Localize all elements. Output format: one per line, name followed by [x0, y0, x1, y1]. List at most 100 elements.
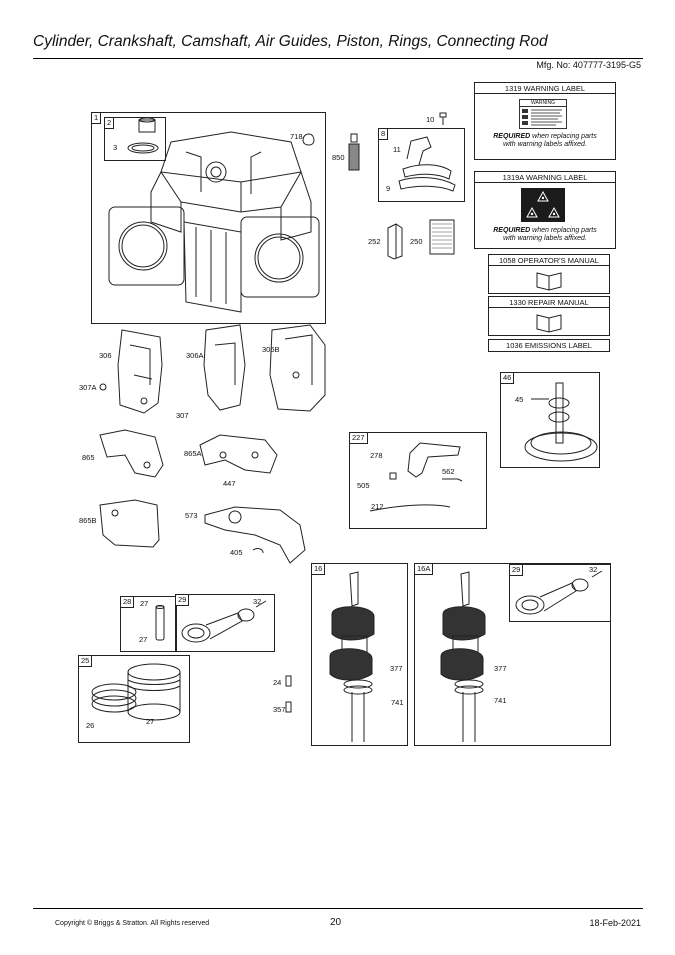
piston-drawing	[91, 663, 181, 721]
callout-447: 447	[223, 479, 236, 488]
callout-8: 8	[379, 129, 389, 140]
callout-377b: 377	[494, 664, 507, 673]
callout-865: 865	[82, 453, 95, 462]
callout-306: 306	[99, 351, 112, 360]
callout-32b: 32	[253, 597, 262, 606]
callout-27a: 27	[140, 599, 149, 608]
callout-25: 25	[79, 656, 93, 667]
label-1036-title: 1036 EMISSIONS LABEL	[506, 341, 592, 350]
callout-252: 252	[368, 237, 381, 246]
callout-45: 45	[515, 395, 524, 404]
filter-block-drawing	[387, 223, 403, 260]
callout-29b: 29	[176, 595, 190, 606]
callout-865a: 865A	[184, 449, 202, 458]
callout-32a: 32	[589, 565, 598, 574]
crankshaft-box-16: 16	[311, 563, 408, 746]
governor-drawing	[369, 442, 463, 512]
callout-250: 250	[410, 237, 423, 246]
label-1058-box: 1058 OPERATOR'S MANUAL	[488, 254, 610, 294]
callout-9: 9	[386, 184, 391, 193]
callout-16: 16	[312, 564, 326, 575]
label-1036-box: 1036 EMISSIONS LABEL	[488, 339, 610, 352]
label-1319-title: 1319 WARNING LABEL	[475, 84, 615, 94]
print-date: 18-Feb-2021	[589, 918, 641, 928]
manual-book-icon	[536, 314, 562, 333]
piston-pin-drawing	[155, 605, 165, 641]
callout-562: 562	[442, 467, 455, 476]
breather-box: 8	[378, 128, 465, 202]
screen-drawing	[429, 219, 455, 255]
piston-box: 25	[78, 655, 190, 743]
air-guides-lower-drawing	[99, 429, 278, 478]
camshaft-drawing	[524, 382, 598, 462]
callout-27c: 27	[146, 717, 155, 726]
callout-306a: 306A	[186, 351, 204, 360]
callout-865b: 865B	[79, 516, 97, 525]
callout-212: 212	[371, 502, 384, 511]
callout-741a: 741	[391, 698, 404, 707]
sealant-tube-drawing	[348, 133, 360, 171]
callout-741b: 741	[494, 696, 507, 705]
callout-27b: 27	[139, 635, 148, 644]
manual-book-icon	[536, 272, 562, 291]
label-1330-title: 1330 REPAIR MANUAL	[489, 298, 609, 308]
page-number: 20	[330, 917, 342, 928]
screw-icon	[439, 112, 447, 125]
callout-16a: 16A	[415, 564, 434, 575]
callout-1: 1	[92, 113, 102, 124]
pin-box: 28	[120, 596, 177, 652]
warning-sticker-heading: WARNING	[520, 100, 566, 107]
back-plate-drawing	[99, 499, 306, 564]
callout-505: 505	[357, 481, 370, 490]
callout-3: 3	[113, 143, 118, 152]
callout-307a: 307A	[79, 383, 97, 392]
callout-28: 28	[121, 597, 135, 608]
governor-box: 227	[349, 432, 487, 529]
rod-box-right: 29	[509, 564, 611, 622]
callout-405: 405	[230, 548, 243, 557]
label-1330-box: 1330 REPAIR MANUAL	[488, 296, 610, 336]
callout-850: 850	[332, 153, 345, 162]
callout-46: 46	[501, 373, 515, 384]
callout-26: 26	[86, 721, 95, 730]
label-1058-title: 1058 OPERATOR'S MANUAL	[489, 256, 609, 266]
callout-357: 357	[273, 705, 286, 714]
mfg-number: Mfg. No: 407777-3195-G5	[536, 60, 641, 70]
screw-icon	[99, 383, 107, 391]
crankshaft-drawing	[440, 571, 486, 742]
callout-2: 2	[105, 118, 115, 129]
camshaft-box: 46	[500, 372, 600, 468]
connecting-rod-drawing	[515, 570, 603, 615]
footer-rule	[33, 908, 643, 909]
crankshaft-box-16a: 16A 29	[414, 563, 611, 746]
cylinder-box: 1 2	[91, 112, 326, 324]
page-title: Cylinder, Crankshaft, Camshaft, Air Guid…	[33, 33, 548, 50]
label-1319-box: 1319 WARNING LABEL WARNING REQUIRED when…	[474, 82, 616, 160]
connecting-rod-drawing	[181, 600, 267, 643]
breather-drawing	[398, 136, 456, 192]
cylinder-subbox: 2	[104, 117, 166, 161]
callout-11: 11	[393, 145, 401, 154]
dowel-icon	[285, 675, 292, 713]
header-rule	[33, 58, 643, 59]
rod-box-left: 29	[175, 594, 275, 652]
callout-377a: 377	[390, 664, 403, 673]
copyright: Copyright © Briggs & Stratton. All Right…	[55, 920, 210, 927]
label-1319a-box: 1319A WARNING LABEL REQUIRED when replac…	[474, 171, 616, 249]
crankshaft-drawing	[329, 571, 375, 742]
cylinder-drawing	[108, 117, 320, 313]
warning-pictogram-image	[521, 188, 565, 222]
callout-29a: 29	[510, 565, 524, 576]
callout-227: 227	[350, 433, 368, 444]
callout-307: 307	[176, 411, 189, 420]
label-1319a-title: 1319A WARNING LABEL	[475, 173, 615, 183]
callout-718: 718	[290, 132, 303, 141]
callout-278: 278	[370, 451, 383, 460]
callout-573: 573	[185, 511, 198, 520]
warning-sticker-image: WARNING	[519, 99, 567, 129]
callout-10: 10	[426, 115, 435, 124]
air-guides-drawing	[117, 324, 326, 414]
callout-24: 24	[273, 678, 282, 687]
